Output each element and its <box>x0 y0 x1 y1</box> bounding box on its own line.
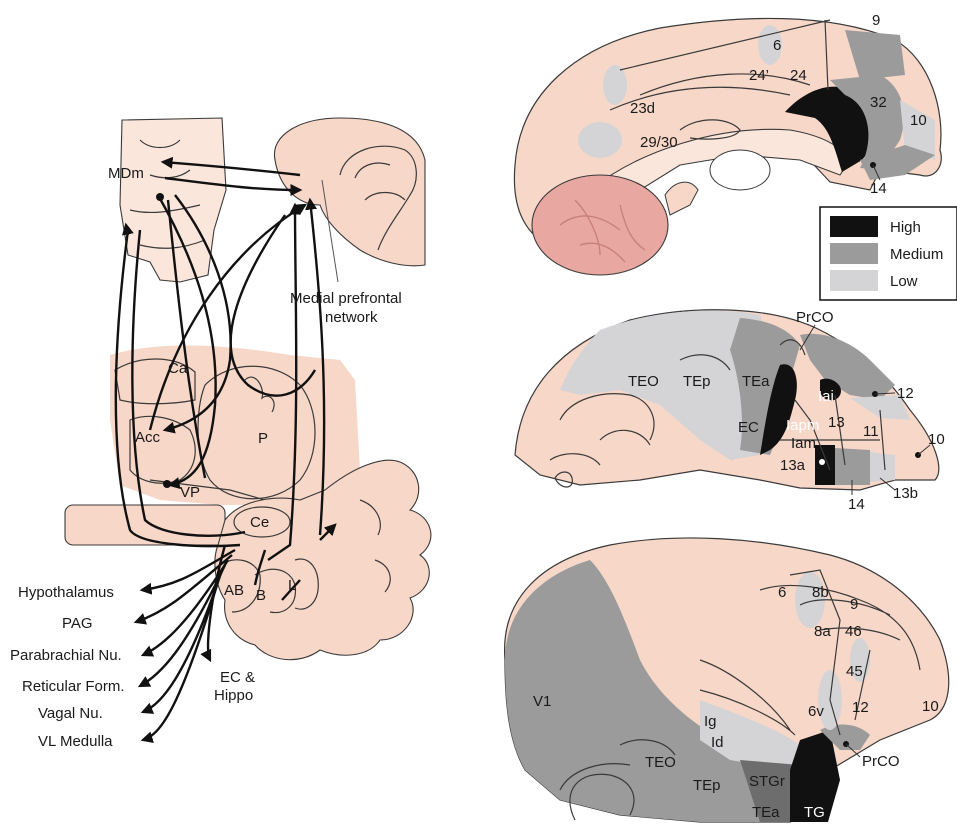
area-label: STGr <box>749 773 785 790</box>
area-label: Iai <box>818 388 834 405</box>
area-label: 9 <box>850 596 858 613</box>
label-mdm: MDm <box>108 165 144 182</box>
cerebellum <box>532 175 668 275</box>
label-acc: Acc <box>135 429 161 446</box>
area-label: 11 <box>863 423 879 440</box>
area-label: TEp <box>693 777 721 794</box>
legend-label-high: High <box>890 219 921 236</box>
area-label: 32 <box>870 94 887 111</box>
area-label: 24’ <box>749 67 769 84</box>
area-label: PrCO <box>862 753 900 770</box>
label-ab: AB <box>224 582 244 599</box>
area-label: 12 <box>897 385 914 402</box>
label-l: L <box>288 577 296 594</box>
output-arrows <box>136 550 235 740</box>
area-label: 13a <box>780 457 806 474</box>
area-label: 8b <box>812 584 829 601</box>
label-ec-hippo-2: Hippo <box>214 687 253 704</box>
label-mpfc-line2: network <box>325 309 378 326</box>
label-mpfc-line1: Medial prefrontal <box>290 290 402 307</box>
area-label: TEp <box>683 373 711 390</box>
label-ca: Ca <box>168 360 188 377</box>
area-label: 46 <box>845 623 862 640</box>
output-label: Reticular Form. <box>22 678 125 695</box>
output-label: Vagal Nu. <box>38 705 103 722</box>
legend-swatch-medium <box>830 243 878 264</box>
label-vp: VP <box>180 484 200 501</box>
area-label: 6v <box>808 703 824 720</box>
area-label: TEO <box>628 373 659 390</box>
legend-label-low: Low <box>890 273 918 290</box>
legend: High Medium Low <box>820 207 957 300</box>
area-label: 13b <box>893 485 918 502</box>
medial-prefrontal-section <box>274 118 425 266</box>
area-label: TEO <box>645 754 676 771</box>
area-label: 6 <box>778 584 786 601</box>
area-label: EC <box>738 419 759 436</box>
area-label: 9 <box>872 12 880 29</box>
area-label: V1 <box>533 693 551 710</box>
legend-label-medium: Medium <box>890 246 943 263</box>
area-label: Ig <box>704 713 717 730</box>
area-label: TG <box>804 804 825 821</box>
area-label: 45 <box>846 663 863 680</box>
output-label: PAG <box>62 615 93 632</box>
area-label: 29/30 <box>640 134 678 151</box>
label-ce: Ce <box>250 514 269 531</box>
area-label: 8a <box>814 623 831 640</box>
orbital-view: PrCO TEO TEp TEa Iai 12 Iapm 13 11 10 EC… <box>515 309 945 513</box>
label-ec-hippo-1: EC & <box>220 669 255 686</box>
legend-swatch-low <box>830 270 878 291</box>
output-label: Parabrachial Nu. <box>10 647 122 664</box>
area-label: 14 <box>870 180 887 197</box>
lateral-view: 6 8b 9 8a 46 45 10 12 6v V1 Ig Id TEO Pr… <box>505 538 949 822</box>
area-label: Iam <box>791 435 816 452</box>
area-label: 24 <box>790 67 807 84</box>
area-label: Id <box>711 734 724 751</box>
area-label: 10 <box>928 431 945 448</box>
legend-swatch-high <box>830 216 878 237</box>
output-label: VL Medulla <box>38 733 113 750</box>
area-label: 12 <box>852 699 869 716</box>
area-label: TEa <box>752 804 780 821</box>
label-p: P <box>258 430 268 447</box>
area-label: 10 <box>910 112 927 129</box>
area-label: TEa <box>742 373 770 390</box>
label-b: B <box>256 587 266 604</box>
area-label: 13 <box>828 414 845 431</box>
area-label: Iapm <box>786 417 819 434</box>
circuit-diagram: MDm Ca Acc P VP Ce AB B L Medial prefron… <box>10 118 431 750</box>
area-label: 23d <box>630 100 655 117</box>
area-label: 10 <box>922 698 939 715</box>
area-label: PrCO <box>796 309 834 326</box>
area-label: 14 <box>848 496 865 513</box>
area-label: 6 <box>773 37 781 54</box>
output-label: Hypothalamus <box>18 584 114 601</box>
